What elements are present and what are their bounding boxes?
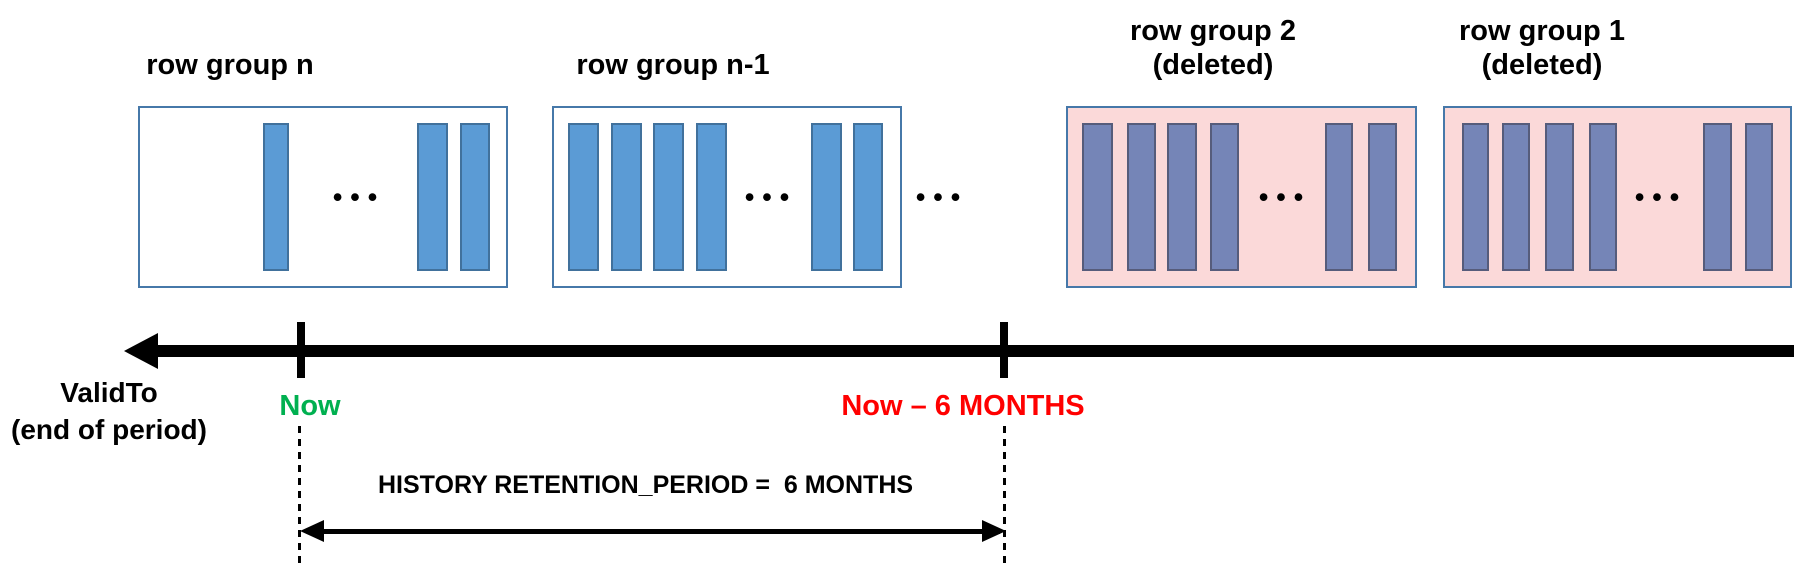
row-group-1-label-text: row group 1 bbox=[1459, 15, 1625, 47]
row-group-n-1-label: row group n-1 bbox=[523, 48, 823, 82]
row-bar bbox=[460, 123, 490, 271]
validto-axis-label-title: ValidTo bbox=[60, 377, 158, 408]
row-bar bbox=[1368, 123, 1397, 271]
now-tick-mark bbox=[297, 322, 305, 378]
row-bar bbox=[653, 123, 684, 271]
row-bar bbox=[611, 123, 642, 271]
row-bar bbox=[853, 123, 883, 271]
row-bar bbox=[1703, 123, 1732, 271]
row-group-n-box: ••• bbox=[138, 106, 508, 288]
row-group-2-sublabel-text: (deleted) bbox=[1152, 49, 1274, 81]
cutoff-tick-mark bbox=[1000, 322, 1008, 378]
range-right-arrowhead-icon bbox=[982, 520, 1006, 542]
row-bar bbox=[1462, 123, 1489, 271]
validto-axis-label-subtitle: (end of period) bbox=[11, 414, 207, 445]
row-bar bbox=[811, 123, 842, 271]
ellipsis: ••• bbox=[744, 182, 798, 212]
row-bar bbox=[1502, 123, 1530, 271]
row-bar bbox=[1745, 123, 1773, 271]
row-bar bbox=[263, 123, 289, 271]
row-bar bbox=[1325, 123, 1353, 271]
row-group-n-1-box: ••• bbox=[552, 106, 902, 288]
validto-axis-label: ValidTo (end of period) bbox=[0, 374, 218, 448]
row-bar bbox=[1210, 123, 1239, 271]
retention-range-line bbox=[308, 529, 1000, 534]
row-group-1-box: ••• bbox=[1443, 106, 1792, 288]
row-bar bbox=[1589, 123, 1617, 271]
row-group-2-label-text: row group 2 bbox=[1130, 15, 1296, 47]
row-bar bbox=[1127, 123, 1156, 271]
row-group-2-box: ••• bbox=[1066, 106, 1417, 288]
row-group-1-label: row group 1 (deleted) bbox=[1392, 14, 1692, 82]
row-bar bbox=[696, 123, 727, 271]
now-dashed-line bbox=[298, 426, 301, 569]
ellipsis: ••• bbox=[332, 182, 386, 212]
row-group-n-label-text: row group n bbox=[146, 49, 314, 81]
ellipsis: ••• bbox=[915, 182, 969, 212]
row-bar bbox=[417, 123, 448, 271]
now-label: Now bbox=[279, 390, 341, 422]
timeline-left-arrowhead-icon bbox=[124, 333, 158, 369]
retention-period-label: HISTORY RETENTION_PERIOD = 6 MONTHS bbox=[378, 471, 914, 499]
ellipsis: ••• bbox=[1634, 182, 1688, 212]
row-bar bbox=[568, 123, 599, 271]
row-bar bbox=[1167, 123, 1197, 271]
cutoff-label: Now – 6 MONTHS bbox=[841, 390, 1085, 422]
row-group-2-label: row group 2 (deleted) bbox=[1063, 14, 1363, 82]
range-left-arrowhead-icon bbox=[300, 520, 324, 542]
row-bar bbox=[1082, 123, 1113, 271]
timeline-axis-line bbox=[155, 345, 1794, 357]
cutoff-dashed-line bbox=[1003, 426, 1006, 569]
row-group-1-sublabel-text: (deleted) bbox=[1481, 49, 1603, 81]
ellipsis: ••• bbox=[1258, 182, 1312, 212]
row-group-n-label: row group n bbox=[80, 48, 380, 82]
row-group-n-1-label-text: row group n-1 bbox=[576, 49, 770, 81]
row-bar bbox=[1545, 123, 1574, 271]
